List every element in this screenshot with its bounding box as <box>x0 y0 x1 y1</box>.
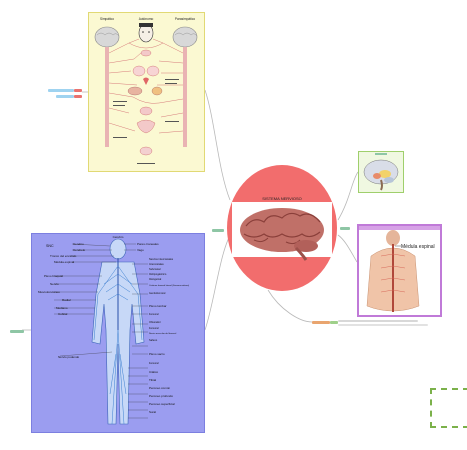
dashed-placeholder-frame[interactable] <box>430 388 467 428</box>
label-femoral-1: Femoral <box>149 312 159 316</box>
peripheral-header: Cerebro <box>113 235 124 239</box>
label-peroneo-comun: Peroneo común <box>149 386 171 390</box>
label-nervio-muscular: Nervio muscular del femoral <box>149 332 177 335</box>
left-label-leaders <box>54 243 116 357</box>
label-safeno: Safeno <box>149 338 158 342</box>
label-cerebro: Cerebro <box>73 242 84 246</box>
label-ciatico: Ciático <box>149 370 159 374</box>
human-body-figure-icon <box>91 238 145 425</box>
label-snc: SNC <box>46 244 54 248</box>
peripheral-tag[interactable] <box>10 330 24 333</box>
label-plexo-sacro: Plexo sacro <box>149 352 165 356</box>
autonomic-tag-2[interactable] <box>74 89 82 92</box>
brain-illustration-icon <box>240 208 324 261</box>
autonomic-tag-3[interactable] <box>56 95 74 98</box>
left-spinal-column <box>105 47 109 147</box>
autonomic-right-title: Parasimpático <box>175 17 195 21</box>
label-obturador: Obturador <box>149 320 161 324</box>
brain-cross-section-icon <box>363 159 399 191</box>
center-left-tag[interactable] <box>212 229 224 232</box>
label-cutaneo-femoral: Cutáneo femoral lateral (Femorocutáneo) <box>149 284 189 287</box>
autonomic-tag-1[interactable] <box>48 89 74 92</box>
peripheral-nervous-system-card[interactable]: Cerebro SNC Cerebro <box>31 233 205 433</box>
autonomic-nerve-lines <box>108 38 184 134</box>
label-sural: Sural <box>149 410 156 414</box>
brain-section-card[interactable] <box>358 151 404 193</box>
label-cerebelo: Cerebelo <box>73 248 86 252</box>
label-peroneo-superficial: Peroneo superficial <box>149 402 175 406</box>
bottom-tag-line2[interactable] <box>338 324 428 326</box>
autonomic-center-title: Autónomo <box>139 17 154 21</box>
back-torso-icon <box>366 230 420 312</box>
left-labels: SNC Cerebro Cerebelo Tronco del encéfalo… <box>38 242 86 359</box>
spinal-card-header <box>359 226 440 230</box>
spinal-label: Médula espinal <box>401 244 435 250</box>
bottom-tag-green[interactable] <box>330 321 338 324</box>
left-brain-icon <box>94 26 120 48</box>
label-intercostales: Intercostales <box>149 262 164 266</box>
autonomic-tiny-text <box>113 79 179 164</box>
label-ilioinguinal: Ilioinguinal <box>149 277 162 281</box>
label-cubital: Cubital <box>58 312 68 316</box>
label-mediano: Mediano <box>56 306 68 310</box>
central-topic-node[interactable]: SISTEMA NERVIOSO <box>226 164 338 292</box>
label-peroneo-profundo: Peroneo profundo <box>149 394 173 398</box>
right-spinal-column <box>183 47 187 147</box>
label-plexo-lumbar: Plexo lumbar <box>149 304 167 308</box>
label-tronco: Tronco del encéfalo <box>50 254 77 258</box>
organ-icons <box>127 49 163 156</box>
label-nervios-intercostales: Nervios intercostales <box>149 257 174 261</box>
label-pares-craneales: Pares craneales <box>137 242 159 246</box>
label-iliohipogastrico: Iliohipogástrico <box>149 272 167 276</box>
right-label-leaders <box>124 243 148 419</box>
label-plexo-braquial: Plexo braquial <box>44 274 63 278</box>
label-subcostal: Subcostal <box>149 267 161 271</box>
label-genitofemoral: Genitofemoral <box>149 291 166 295</box>
brain-card-title-bar <box>375 153 387 155</box>
spinal-cord-card[interactable]: Médula espinal <box>357 224 442 317</box>
autonomic-tag-4[interactable] <box>74 95 82 98</box>
label-tibial: Tibial <box>149 378 156 382</box>
autonomic-nervous-system-card[interactable]: Simpático Autónomo Parasimpático <box>88 12 205 172</box>
bottom-tag-orange[interactable] <box>312 321 330 324</box>
face-icon <box>138 23 154 43</box>
central-title: SISTEMA NERVIOSO <box>262 196 302 201</box>
label-medula: Médula espinal <box>54 260 75 264</box>
label-femoral-3: Femoral <box>149 361 159 365</box>
center-right-tag[interactable] <box>340 227 350 230</box>
autonomic-left-title: Simpático <box>100 17 114 21</box>
label-nervio: Nervio <box>50 282 59 286</box>
label-vago: Vago <box>137 248 144 252</box>
label-nervio-pudendo: Nervio pudendo <box>58 355 80 359</box>
bottom-tag-line[interactable] <box>338 320 418 322</box>
label-radial: Radial <box>62 298 71 302</box>
label-femoral-2: Femoral <box>149 326 159 330</box>
right-labels: Pares craneales Vago Nervios intercostal… <box>137 242 189 414</box>
right-brain-icon <box>172 26 198 48</box>
label-musculocutaneo: Musculocutáneo <box>38 290 60 294</box>
